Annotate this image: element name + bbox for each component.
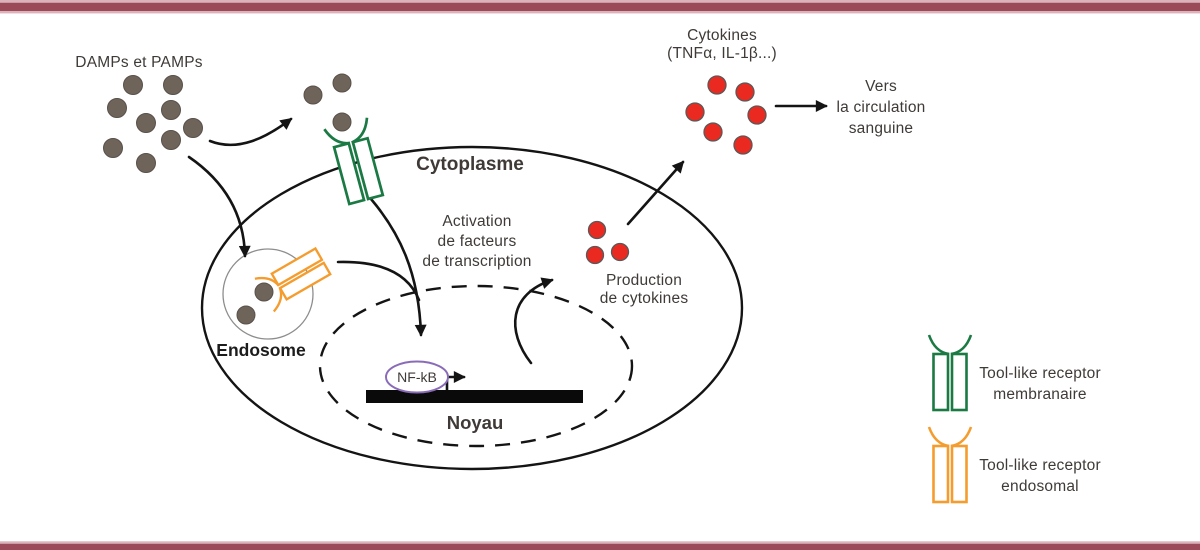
damps-label: DAMPs et PAMPs xyxy=(75,54,202,71)
endosome-label: Endosome xyxy=(216,340,306,360)
damp-molecule xyxy=(303,85,323,105)
frame-top-light-edge xyxy=(0,0,1200,3)
cytokine-molecule xyxy=(735,82,755,102)
diagram-labels: DAMPs et PAMPs Cytoplasme Activation de … xyxy=(75,27,925,433)
circulation-label-line1: Vers xyxy=(865,78,897,95)
cytokine-molecule xyxy=(610,242,630,262)
damp-molecule xyxy=(107,98,127,118)
legend-membrane-tlr-icon xyxy=(927,333,973,412)
arrow-damps-to-endosome xyxy=(187,155,251,258)
legend-membrane-label-line1: Tool-like receptor xyxy=(979,365,1101,382)
damp-molecule xyxy=(136,153,156,173)
transcription-start-arrow xyxy=(445,371,466,392)
arrow-damps-to-membrane-receptor xyxy=(208,117,293,147)
damp-molecule-endosome xyxy=(236,305,256,325)
damp-molecule xyxy=(161,100,181,120)
noyau-label: Noyau xyxy=(447,412,504,433)
damp-molecule xyxy=(332,73,352,93)
cytokine-molecule xyxy=(733,135,753,155)
legend-membrane-label-line2: membranaire xyxy=(993,386,1087,403)
endosomal-tlr-icon xyxy=(253,243,334,313)
frame-top-bar xyxy=(0,2,1200,12)
cytokine-molecule xyxy=(747,105,767,125)
legend-endosomal-label-line2: endosomal xyxy=(1001,478,1079,495)
damp-molecule-endosome xyxy=(254,282,274,302)
nfkb-ellipse xyxy=(385,360,449,394)
damp-molecule xyxy=(103,138,123,158)
legend-endosomal-label-line1: Tool-like receptor xyxy=(979,457,1101,474)
frame-bottom-bar xyxy=(0,543,1200,550)
damp-molecule xyxy=(183,118,203,138)
damp-molecule xyxy=(161,130,181,150)
cytokines-label-line1: Cytokines xyxy=(687,27,757,44)
cell-membrane xyxy=(200,145,744,471)
damp-molecule xyxy=(123,75,143,95)
nfkb-factor: NF-kB xyxy=(385,360,449,394)
nucleus-envelope xyxy=(318,284,634,448)
arrow-endosomal-receptor-join xyxy=(336,260,421,302)
nfkb-label: NF-kB xyxy=(397,369,437,385)
cytokine-molecule xyxy=(685,102,705,122)
legend: Tool-like receptor membranaire Tool-like… xyxy=(927,333,1101,504)
cytokine-molecule xyxy=(585,245,605,265)
endosome-vesicle xyxy=(222,248,314,340)
activation-label-line3: de transcription xyxy=(422,253,531,270)
legend-endosomal-tlr-icon xyxy=(927,425,973,504)
production-label-line2: de cytokines xyxy=(600,290,689,307)
cytoplasme-label: Cytoplasme xyxy=(416,154,524,175)
damp-molecule xyxy=(163,75,183,95)
arrow-secretion xyxy=(626,160,685,226)
frame-top-under-edge xyxy=(0,11,1200,14)
arrow-nucleus-to-production xyxy=(513,277,554,365)
damp-molecule-bound xyxy=(332,112,352,132)
cytokine-molecule xyxy=(587,220,607,240)
circulation-label-line3: sanguine xyxy=(849,120,914,137)
damp-molecule xyxy=(136,113,156,133)
activation-label-line2: de facteurs xyxy=(438,233,517,250)
arrow-membrane-receptor-to-nucleus xyxy=(369,197,427,337)
cytokine-molecule xyxy=(707,75,727,95)
circulation-label-line2: la circulation xyxy=(837,99,926,116)
frame-bottom-light-edge xyxy=(0,541,1200,544)
activation-label-line1: Activation xyxy=(442,213,511,230)
damp-pamp-molecules xyxy=(103,73,352,325)
dna-bar xyxy=(366,390,583,403)
cytokines-label-line2: (TNFα, IL-1β...) xyxy=(667,45,777,62)
cytokine-molecule xyxy=(703,122,723,142)
cytokine-molecules xyxy=(585,75,767,265)
production-label-line1: Production xyxy=(606,272,682,289)
